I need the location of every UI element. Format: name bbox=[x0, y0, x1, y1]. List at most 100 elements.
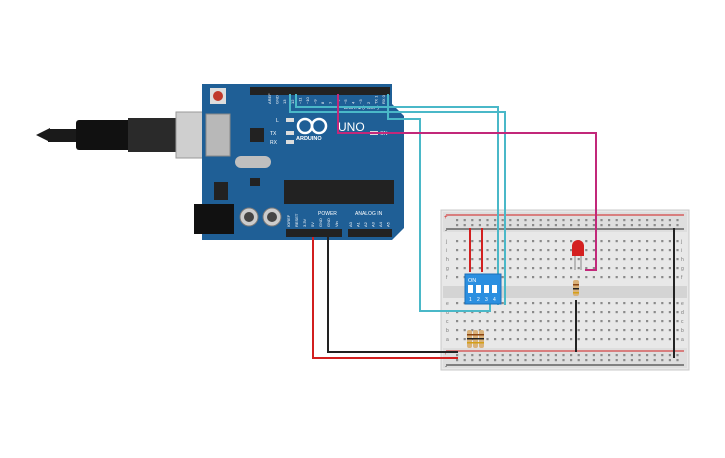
breadboard-hole[interactable] bbox=[638, 276, 641, 279]
breadboard-hole[interactable] bbox=[661, 240, 664, 243]
breadboard-hole[interactable] bbox=[562, 267, 565, 270]
breadboard-hole[interactable] bbox=[486, 338, 489, 341]
breadboard-hole[interactable] bbox=[600, 240, 603, 243]
breadboard-hole[interactable] bbox=[653, 267, 656, 270]
breadboard-hole[interactable] bbox=[668, 338, 671, 341]
usb-cable[interactable] bbox=[36, 111, 231, 159]
breadboard-hole[interactable] bbox=[562, 311, 565, 314]
breadboard-hole[interactable] bbox=[646, 258, 649, 261]
breadboard-hole[interactable] bbox=[570, 276, 573, 279]
breadboard-hole[interactable] bbox=[539, 267, 542, 270]
breadboard-hole[interactable] bbox=[524, 311, 527, 314]
breadboard-hole[interactable] bbox=[539, 219, 542, 222]
breadboard-hole[interactable] bbox=[570, 258, 573, 261]
breadboard-hole[interactable] bbox=[456, 320, 459, 323]
breadboard-hole[interactable] bbox=[585, 219, 588, 222]
breadboard-hole[interactable] bbox=[554, 354, 557, 357]
breadboard-hole[interactable] bbox=[585, 240, 588, 243]
red-led[interactable] bbox=[572, 240, 584, 270]
breadboard-hole[interactable] bbox=[570, 354, 573, 357]
breadboard-hole[interactable] bbox=[585, 338, 588, 341]
breadboard-hole[interactable] bbox=[668, 276, 671, 279]
breadboard-hole[interactable] bbox=[600, 276, 603, 279]
breadboard-hole[interactable] bbox=[539, 249, 542, 252]
breadboard-hole[interactable] bbox=[608, 302, 611, 305]
breadboard-hole[interactable] bbox=[516, 240, 519, 243]
breadboard-hole[interactable] bbox=[577, 276, 580, 279]
breadboard-hole[interactable] bbox=[608, 276, 611, 279]
breadboard-hole[interactable] bbox=[577, 320, 580, 323]
breadboard-hole[interactable] bbox=[486, 258, 489, 261]
breadboard-hole[interactable] bbox=[676, 311, 679, 314]
breadboard-hole[interactable] bbox=[630, 224, 633, 227]
breadboard-hole[interactable] bbox=[478, 311, 481, 314]
breadboard-hole[interactable] bbox=[516, 354, 519, 357]
breadboard-hole[interactable] bbox=[486, 320, 489, 323]
breadboard-hole[interactable] bbox=[638, 258, 641, 261]
breadboard-hole[interactable] bbox=[638, 320, 641, 323]
breadboard-hole[interactable] bbox=[532, 276, 535, 279]
breadboard-hole[interactable] bbox=[653, 224, 656, 227]
breadboard-hole[interactable] bbox=[562, 354, 565, 357]
breadboard-hole[interactable] bbox=[471, 258, 474, 261]
breadboard-hole[interactable] bbox=[478, 224, 481, 227]
breadboard-hole[interactable] bbox=[668, 267, 671, 270]
breadboard-hole[interactable] bbox=[547, 354, 550, 357]
breadboard-hole[interactable] bbox=[524, 338, 527, 341]
breadboard-hole[interactable] bbox=[486, 329, 489, 332]
breadboard-hole[interactable] bbox=[570, 267, 573, 270]
breadboard-hole[interactable] bbox=[554, 276, 557, 279]
led-resistor[interactable] bbox=[573, 280, 579, 296]
breadboard-hole[interactable] bbox=[471, 329, 474, 332]
breadboard-hole[interactable] bbox=[608, 267, 611, 270]
breadboard-hole[interactable] bbox=[653, 249, 656, 252]
breadboard-hole[interactable] bbox=[668, 329, 671, 332]
breadboard-hole[interactable] bbox=[486, 311, 489, 314]
breadboard-hole[interactable] bbox=[456, 338, 459, 341]
breadboard-hole[interactable] bbox=[532, 338, 535, 341]
breadboard-hole[interactable] bbox=[478, 359, 481, 362]
breadboard-hole[interactable] bbox=[661, 320, 664, 323]
breadboard-hole[interactable] bbox=[676, 302, 679, 305]
breadboard-hole[interactable] bbox=[456, 224, 459, 227]
breadboard-hole[interactable] bbox=[615, 249, 618, 252]
breadboard-hole[interactable] bbox=[623, 354, 626, 357]
breadboard-hole[interactable] bbox=[623, 224, 626, 227]
breadboard-hole[interactable] bbox=[471, 219, 474, 222]
breadboard-hole[interactable] bbox=[547, 219, 550, 222]
breadboard-hole[interactable] bbox=[539, 276, 542, 279]
breadboard-hole[interactable] bbox=[668, 258, 671, 261]
breadboard-hole[interactable] bbox=[509, 359, 512, 362]
pulldown-resistors[interactable] bbox=[467, 330, 484, 348]
breadboard-hole[interactable] bbox=[456, 276, 459, 279]
wire-gnd-black[interactable] bbox=[327, 237, 458, 353]
breadboard-hole[interactable] bbox=[494, 329, 497, 332]
breadboard-hole[interactable] bbox=[478, 219, 481, 222]
breadboard-hole[interactable] bbox=[562, 359, 565, 362]
breadboard-hole[interactable] bbox=[471, 320, 474, 323]
breadboard-hole[interactable] bbox=[638, 329, 641, 332]
breadboard-hole[interactable] bbox=[516, 338, 519, 341]
breadboard-hole[interactable] bbox=[456, 267, 459, 270]
breadboard-hole[interactable] bbox=[600, 302, 603, 305]
breadboard-hole[interactable] bbox=[668, 354, 671, 357]
breadboard-hole[interactable] bbox=[547, 302, 550, 305]
breadboard-hole[interactable] bbox=[463, 311, 466, 314]
breadboard-hole[interactable] bbox=[562, 329, 565, 332]
breadboard-hole[interactable] bbox=[501, 240, 504, 243]
breadboard-hole[interactable] bbox=[532, 224, 535, 227]
breadboard-hole[interactable] bbox=[509, 338, 512, 341]
breadboard-hole[interactable] bbox=[486, 354, 489, 357]
breadboard-hole[interactable] bbox=[547, 258, 550, 261]
breadboard-hole[interactable] bbox=[600, 224, 603, 227]
breadboard-hole[interactable] bbox=[471, 267, 474, 270]
breadboard-hole[interactable] bbox=[501, 267, 504, 270]
breadboard-hole[interactable] bbox=[562, 320, 565, 323]
breadboard-hole[interactable] bbox=[638, 311, 641, 314]
breadboard-hole[interactable] bbox=[524, 249, 527, 252]
breadboard-hole[interactable] bbox=[524, 359, 527, 362]
breadboard-hole[interactable] bbox=[509, 224, 512, 227]
breadboard-hole[interactable] bbox=[532, 249, 535, 252]
breadboard-hole[interactable] bbox=[615, 359, 618, 362]
breadboard-hole[interactable] bbox=[615, 320, 618, 323]
